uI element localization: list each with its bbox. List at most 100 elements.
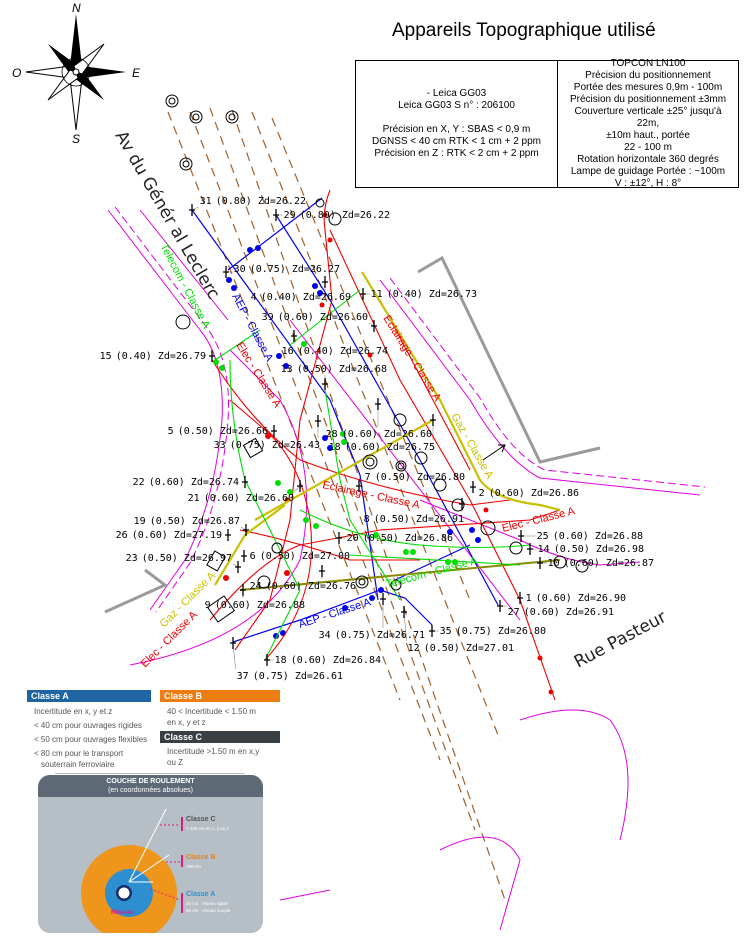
survey-point-label: (0.40) Zd=26.69 [261,292,351,303]
diagram-center-label: Réseau [111,909,135,916]
instruments-box: - Leica GG03 Leica GG03 S n° : 206100 Pr… [355,58,739,189]
survey-marker-icon [517,592,523,604]
survey-marker-icon [429,625,435,637]
survey-point-label: (0.60) Zd=27.19 [132,530,222,541]
spec-line: Rotation horizontale 360 degrés [577,154,719,165]
survey-marker-icon [527,543,533,555]
legend-classe-c-header: Classe C [160,731,280,743]
survey-point: 6(0.50) Zd=27.00 [250,551,350,562]
survey-point: 34(0.75) Zd=26.71 [319,630,425,641]
survey-point: 4 (0.40) Zd=26.69 [251,292,351,303]
survey-point-id: 2 [479,488,485,499]
survey-marker-icon [242,476,248,488]
survey-point: 12(0.50) Zd=27.01 [408,643,514,654]
survey-point-id: 30 [234,264,246,275]
legend-line: souterrain ferroviaire [41,760,115,769]
survey-marker-icon [264,654,270,666]
compass-south-label: S [72,132,80,146]
survey-point: 7(0.50) Zd=26.80 [365,472,465,483]
survey-point: 19(0.50) Zd=26.87 [134,516,240,527]
diagram-classe-b: Classe B [186,854,216,861]
survey-point: 1(0.60) Zd=26.90 [526,593,626,604]
survey-point-label: (0.60) Zd=26.90 [536,593,626,604]
legend-classe-b-text: 40 < Incertitude < 1.50 m en x, y et z [167,706,256,728]
survey-point-label: (0.50) Zd=26.97 [142,553,232,564]
survey-marker-icon [518,530,524,542]
survey-point-label: (0.60) Zd=26.74 [149,477,239,488]
survey-point: 24 (0.60) Zd=26.76 [250,581,356,592]
spec-line: Précision du positionnement [585,70,711,81]
survey-marker-icon [356,480,362,492]
survey-marker-icon [459,498,465,510]
survey-marker-icon [223,266,229,278]
survey-marker-icon [375,398,381,410]
survey-point-label: (0.50) Zd=26.91 [374,514,464,525]
diagram-classe-b-desc: 150 cm [186,864,201,869]
label-leader-line [294,485,301,492]
manhole-symbols [165,94,589,623]
survey-point-id: 27 [508,607,520,618]
compass-north-label: N [72,1,81,15]
survey-point: 18(0.60) Zd=26.75 [329,442,435,453]
survey-point-label: (0.60) Zd=26.88 [553,531,643,542]
survey-marker-icon [240,584,246,596]
olive-network [239,559,561,591]
survey-marker-icon [273,209,279,221]
survey-point: 22(0.60) Zd=26.74 [133,477,239,488]
aep-points [226,245,481,639]
survey-marker-icon [360,288,366,300]
survey-point-label: (0.60) Zd=26.86 [489,488,579,499]
survey-point-id: 20 [347,533,359,544]
spec-line: - Leica GG03 [426,88,487,99]
survey-point: 2 (0.60) Zd=26.86 [479,488,579,499]
survey-point-label: (0.60) Zd=26.76 [266,581,356,592]
survey-point-label: (0.75) Zd=26.27 [250,264,340,275]
spec-line: ±10m haut., portée [606,130,690,141]
legend-line: 40 < Incertitude < 1.50 m [167,707,256,716]
survey-point: 15(0.40) Zd=26.79 [100,351,206,362]
survey-point-label: (0.50) Zd=27.01 [424,643,514,654]
survey-point-label: (0.50) Zd=26.80 [375,472,465,483]
page-title: Appareils Topographique utilisé [392,20,656,41]
survey-point: 37(0.75) Zd=26.61 [237,671,343,682]
survey-marker-icon [243,524,249,536]
survey-point: 8(0.50) Zd=26.91 [364,514,464,525]
survey-point-id: 28 [326,429,338,440]
legend-line: Incertitude en x, y et z [34,707,113,716]
survey-point-label: (0.80) Zd=26.22 [216,196,306,207]
survey-point-id: 18 [275,655,287,666]
survey-point-label: (0.60) Zd=26.75 [345,442,435,453]
survey-marker-icon [371,320,377,332]
spec-line: Leica GG03 S n° : 206100 [398,100,515,111]
survey-point-id: 24 [250,581,262,592]
diagram-classe-c: Classe C [186,816,216,823]
survey-marker-icon [241,550,247,562]
survey-point-id: 26 [116,530,128,541]
survey-marker-icon [271,425,277,437]
survey-point-id: 37 [237,671,249,682]
survey-point: 18(0.60) Zd=26.84 [275,655,381,666]
road-borders [107,206,706,931]
survey-point-id: 4 [251,292,257,303]
survey-marker-icon [315,415,321,427]
legend-line: < 40 cm pour ouvrages rigides [34,721,142,730]
road-axis-lines [167,107,506,901]
legend-line: Incertitude >1.50 m en x,y [167,747,260,756]
legend-line: < 50 cm pour ouvrages flexibles [34,735,148,744]
survey-point-id: 15 [100,351,112,362]
survey-point: 30 (0.75) Zd=26.27 [234,264,340,275]
legend-classe-b-header: Classe B [160,690,280,702]
survey-point-label: (0.60) Zd=26.60 [204,493,294,504]
leica-specs: - Leica GG03 Leica GG03 S n° : 206100 Pr… [356,61,558,187]
survey-point: 16(0.40) Zd=26.74 [282,346,388,357]
diagram-classe-a: Classe A [186,891,216,898]
survey-marker-icon [319,565,325,577]
survey-marker-icon [470,481,476,493]
survey-point-label: (0.60) Zd=26.88 [215,600,305,611]
survey-point-label: (0.60) Zd=26.87 [564,558,654,569]
telecom-points [213,341,458,565]
survey-point-label: (0.50) Zd=26.87 [150,516,240,527]
legend-classe-a-text: Incertitude en x, y et z < 40 cm pour ou… [34,706,147,770]
survey-point: 5(0.50) Zd=26.66 [168,426,268,437]
survey-point-id: 29 [284,210,296,221]
